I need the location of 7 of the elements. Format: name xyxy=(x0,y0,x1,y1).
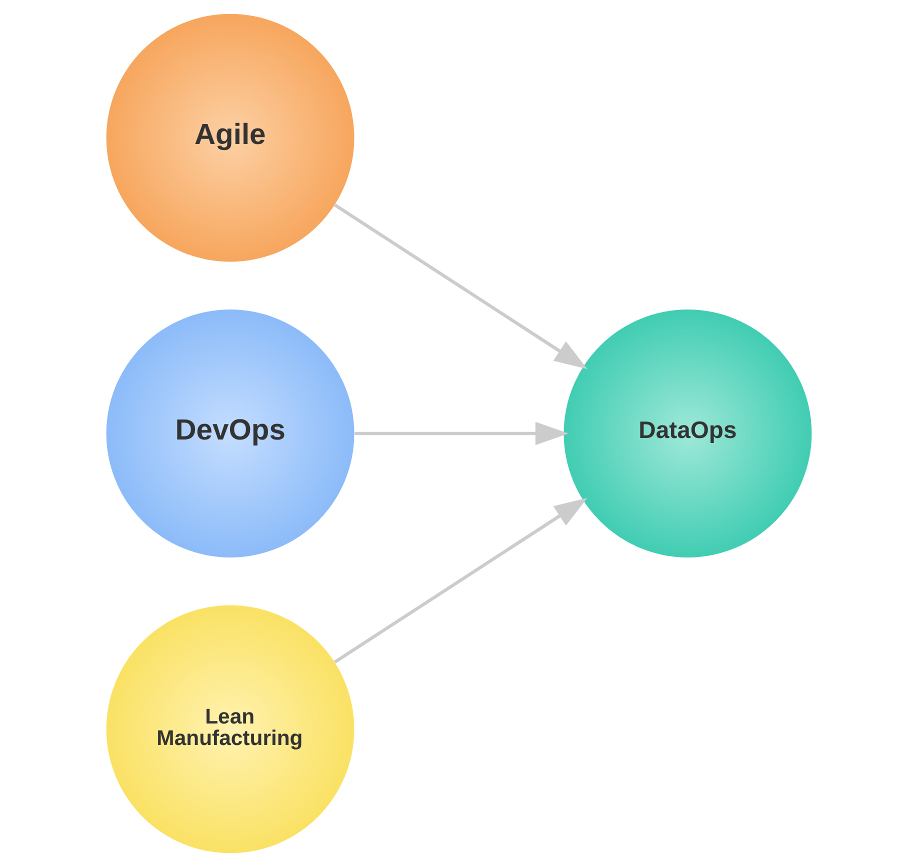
node-circle: DevOps xyxy=(106,310,354,558)
arrow xyxy=(333,204,587,370)
node-circle: DataOps xyxy=(563,310,812,558)
node-circle: Agile xyxy=(106,14,354,262)
arrow xyxy=(354,422,568,446)
node-circle: Lean Manufacturing xyxy=(106,605,354,854)
arrow xyxy=(333,498,587,664)
